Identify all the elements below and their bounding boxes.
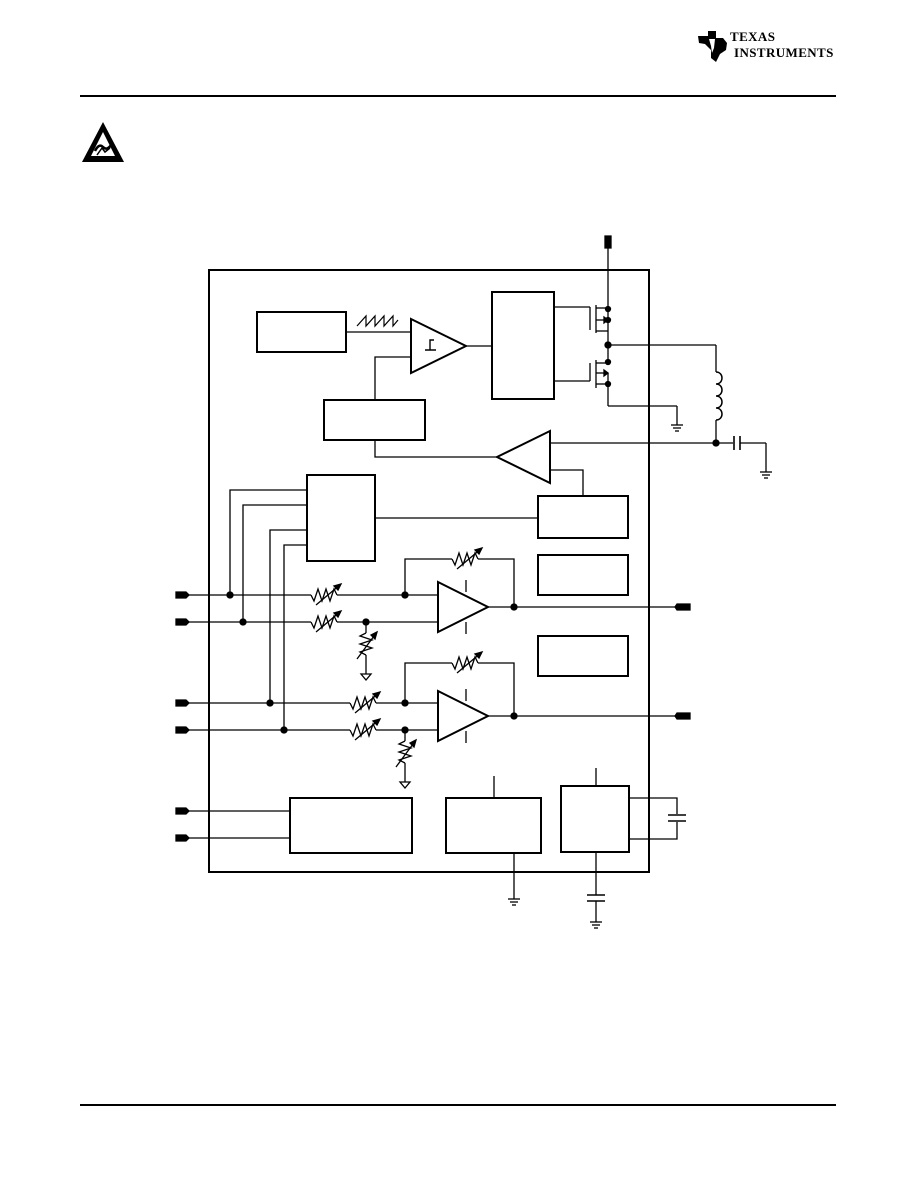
sawtooth-icon bbox=[346, 314, 410, 333]
oscillator-block bbox=[537, 635, 629, 677]
bias-block bbox=[445, 797, 542, 854]
input-resistor-b1 bbox=[349, 690, 382, 714]
input-pin-6 bbox=[175, 834, 190, 842]
input-resistor-a1 bbox=[310, 582, 343, 606]
chip-outline bbox=[208, 269, 650, 873]
ti-logo-icon bbox=[698, 31, 727, 62]
esd-warning-icon bbox=[82, 122, 124, 162]
brand-line-2: Instruments bbox=[734, 45, 834, 60]
feedback-resistor-a bbox=[451, 546, 484, 570]
input-pin-5 bbox=[175, 807, 190, 815]
footer-rule bbox=[80, 1104, 836, 1106]
reference-block bbox=[537, 495, 629, 539]
output-pin-b bbox=[674, 712, 691, 720]
header-rule bbox=[80, 95, 836, 97]
gate-driver-block bbox=[491, 291, 555, 400]
flying-capacitor bbox=[668, 814, 686, 822]
error-amplifier bbox=[494, 429, 551, 485]
high-side-mosfet bbox=[554, 305, 612, 345]
input-pin-1 bbox=[175, 591, 190, 599]
ground-icon bbox=[508, 898, 520, 906]
brand-line-1: Texas bbox=[730, 29, 776, 44]
shunt-resistor-b bbox=[395, 730, 418, 790]
pwm-comparator bbox=[410, 317, 469, 375]
interface-block bbox=[289, 797, 413, 854]
pulse-icon bbox=[425, 339, 436, 351]
output-pin-a bbox=[674, 603, 691, 611]
feedback-resistor-b bbox=[451, 650, 484, 674]
inductor bbox=[715, 345, 723, 443]
ground-icon bbox=[590, 921, 602, 929]
amplifier-channel-b bbox=[437, 689, 491, 743]
output-capacitor bbox=[733, 436, 741, 450]
brand-name: Texas Instruments bbox=[730, 29, 834, 61]
supply-pin bbox=[604, 235, 612, 309]
shunt-resistor-a bbox=[356, 622, 379, 682]
ground-icon bbox=[671, 424, 683, 432]
control-logic-block bbox=[306, 474, 376, 562]
ground-icon bbox=[760, 471, 772, 479]
input-pin-3 bbox=[175, 699, 190, 707]
bypass-capacitor bbox=[587, 894, 605, 902]
ramp-generator-block bbox=[256, 311, 347, 353]
protection-block bbox=[537, 554, 629, 596]
low-side-mosfet bbox=[554, 345, 678, 425]
input-resistor-a2 bbox=[310, 609, 343, 633]
compensation-block bbox=[323, 399, 426, 441]
input-resistor-b2 bbox=[349, 717, 382, 741]
amplifier-channel-a bbox=[437, 580, 491, 634]
charge-pump-block bbox=[560, 785, 630, 853]
input-pin-2 bbox=[175, 618, 190, 626]
input-pin-4 bbox=[175, 726, 190, 734]
ti-logo: Texas Instruments bbox=[696, 28, 841, 64]
